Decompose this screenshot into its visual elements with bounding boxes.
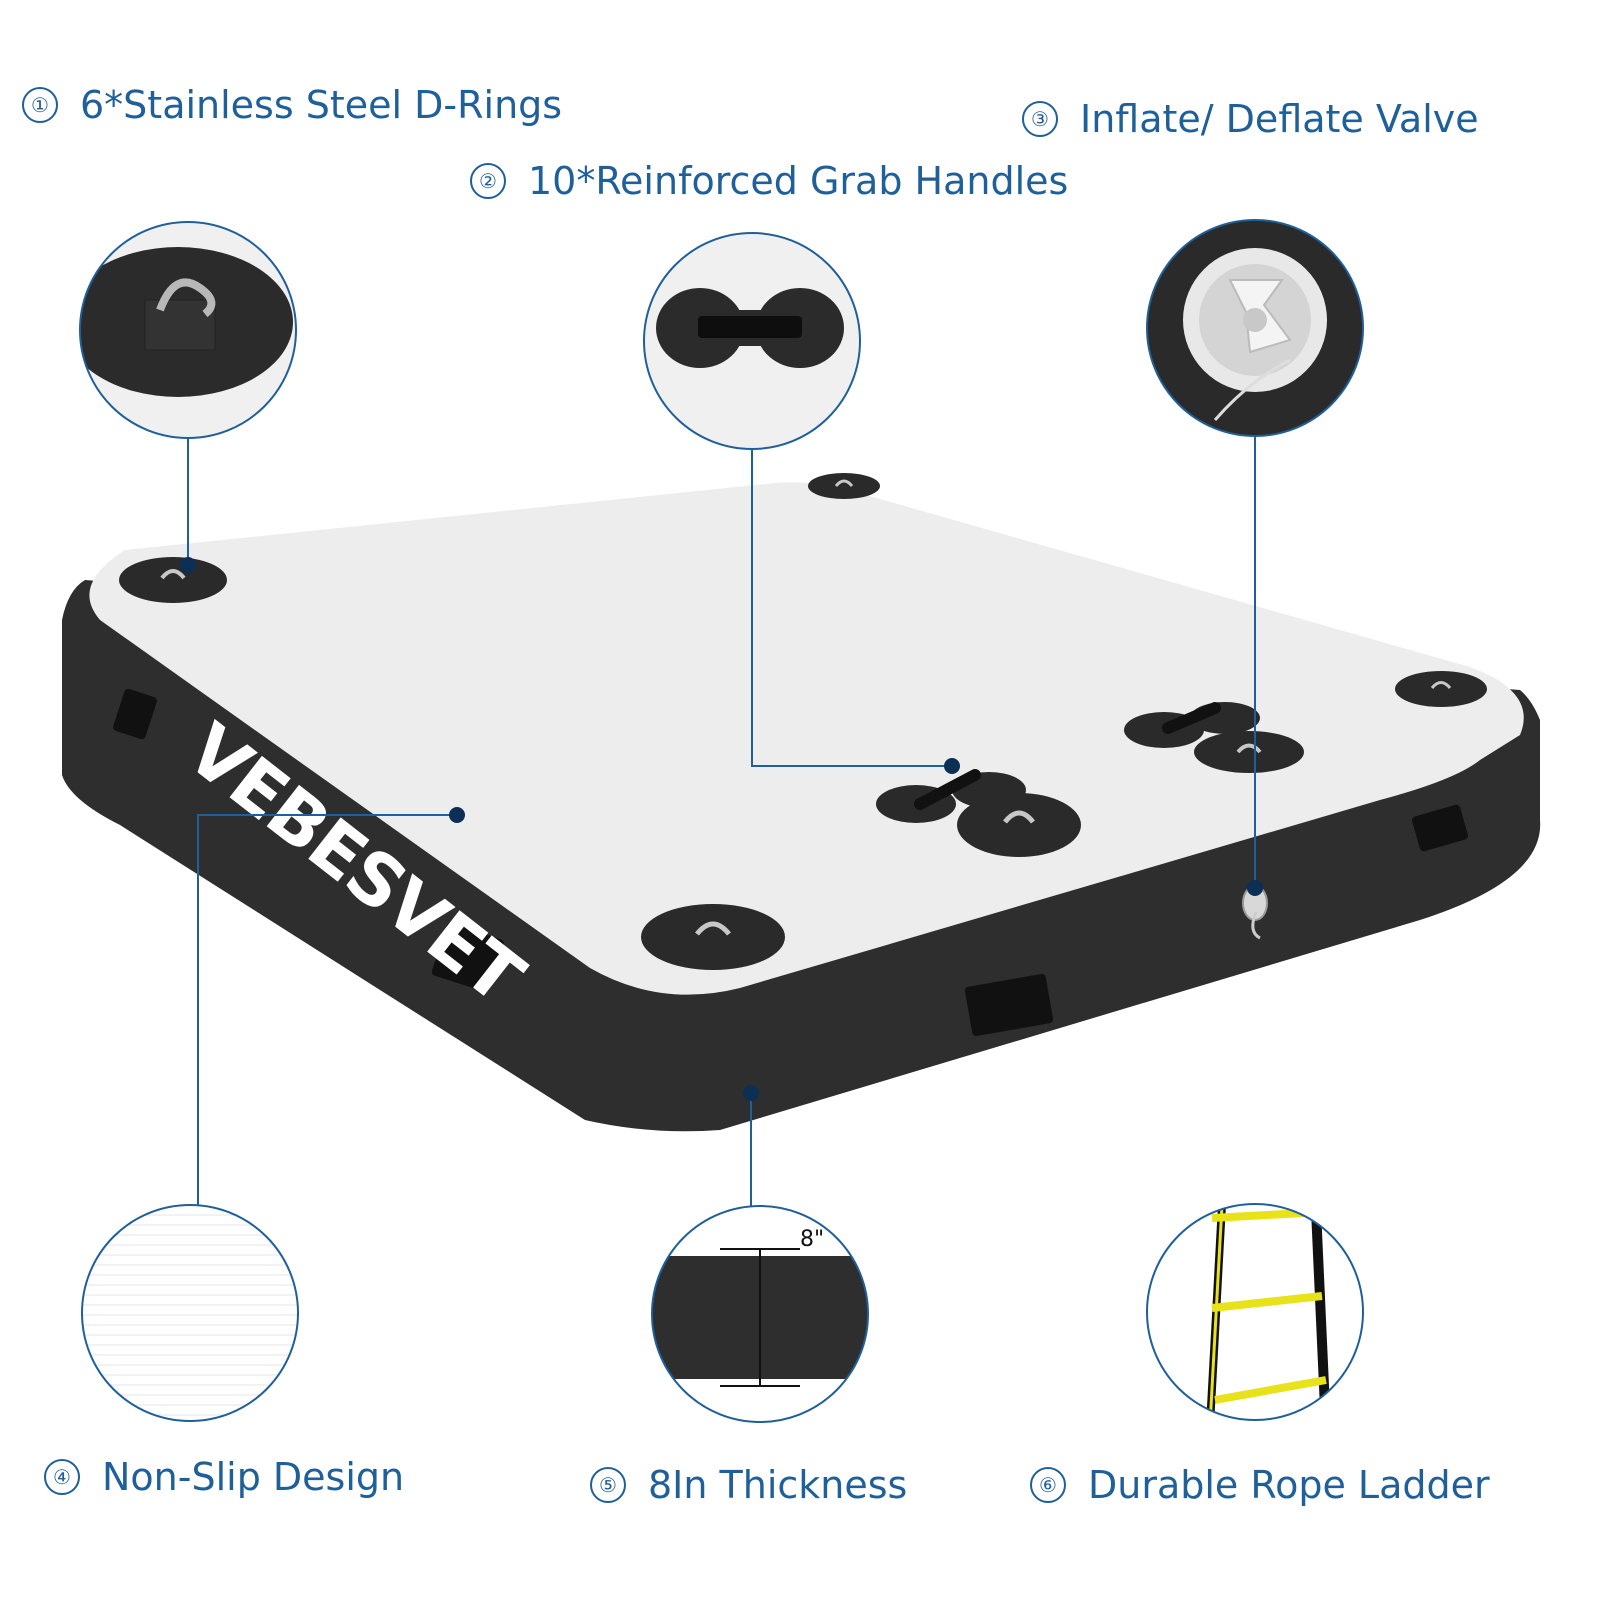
grab-handle-detail [643, 232, 861, 450]
thickness-mark: 8" [800, 1227, 824, 1252]
non-slip-detail [81, 1204, 299, 1422]
deck-grab-handle-patches [876, 702, 1260, 823]
leader-dots [180, 557, 1263, 1101]
feature-text: 10*Reinforced Grab Handles [528, 159, 1069, 203]
feature-text: 6*Stainless Steel D-Rings [80, 83, 563, 127]
feature-text: Non-Slip Design [102, 1455, 405, 1499]
valve-detail [1146, 219, 1364, 437]
feature-number: ① [22, 87, 58, 123]
feature-label-non-slip: ④ Non-Slip Design [44, 1458, 404, 1496]
feature-number: ⑥ [1030, 1467, 1066, 1503]
feature-label-valve: ③ Inflate/ Deflate Valve [1022, 100, 1479, 138]
feature-text: Inflate/ Deflate Valve [1080, 97, 1479, 141]
feature-label-grab-handles: ② 10*Reinforced Grab Handles [470, 162, 1068, 200]
feature-label-d-rings: ① 6*Stainless Steel D-Rings [22, 86, 562, 124]
side-grab-handles [113, 688, 1469, 1037]
rope-ladder-detail [1146, 1203, 1364, 1421]
feature-label-thickness: ⑤ 8In Thickness [590, 1466, 907, 1504]
feature-number: ③ [1022, 101, 1058, 137]
feature-text: Durable Rope Ladder [1088, 1463, 1490, 1507]
thickness-detail: 8" [651, 1205, 869, 1423]
feature-label-rope-ladder: ⑥ Durable Rope Ladder [1030, 1466, 1490, 1504]
feature-text: 8In Thickness [648, 1463, 908, 1507]
dock-deck [89, 482, 1524, 995]
leader-lines [187, 436, 1256, 1206]
feature-number: ② [470, 163, 506, 199]
feature-number: ④ [44, 1459, 80, 1495]
deck-d-ring-patches [119, 473, 1487, 970]
d-ring-detail [79, 221, 297, 439]
side-valve [1242, 885, 1268, 940]
feature-number: ⑤ [590, 1467, 626, 1503]
